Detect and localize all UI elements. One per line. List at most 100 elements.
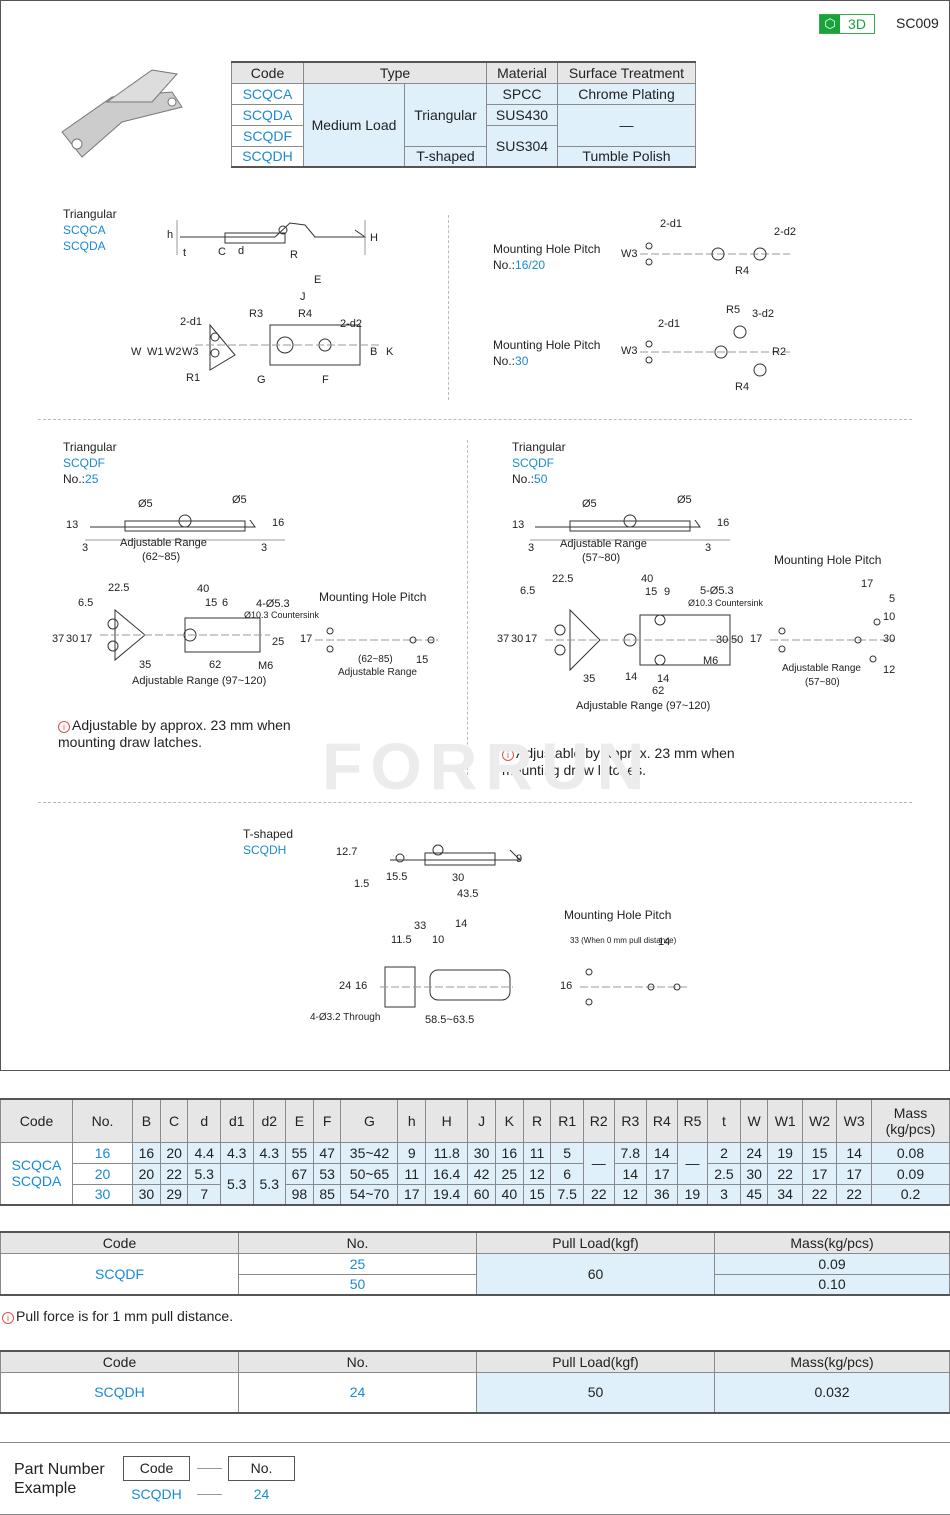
code-link[interactable]: SCQDF [0, 1252, 239, 1296]
th-24: W3 [836, 1098, 872, 1143]
cell-mass: 0.2 [871, 1183, 950, 1206]
mhp-title: Mounting Hole Pitch [564, 908, 672, 922]
info-icon: i [502, 749, 514, 761]
code-link[interactable]: SCQCA [11, 1157, 62, 1174]
dim: 62 [652, 685, 665, 697]
dim: 3 [528, 542, 535, 554]
dim: 22.5 [108, 582, 130, 594]
dim: 58.5~63.5 [425, 1014, 475, 1026]
cell-mass: 0.08 [871, 1141, 950, 1164]
th: Mass(kg/pcs) [714, 1350, 950, 1373]
sec1-top-drawing [195, 323, 380, 371]
cell-j: 42 [467, 1162, 496, 1185]
th-15: R1 [550, 1098, 584, 1143]
dim: 3 [705, 542, 712, 554]
3d-label: 3D [848, 16, 866, 32]
sec4-code[interactable]: SCQDH [243, 843, 287, 857]
cell-w2: 17 [801, 1162, 838, 1185]
3d-button[interactable]: ⬡ 3D [819, 14, 875, 34]
dim: 37 [497, 633, 510, 645]
code-link[interactable]: SCQDF [231, 124, 304, 147]
dim: 3-d2 [752, 308, 775, 320]
th-4: d [187, 1098, 221, 1143]
dim: 43.5 [457, 888, 479, 900]
th-8: F [312, 1098, 342, 1143]
dim: (62~85) [358, 654, 393, 665]
dim: 2-d2 [774, 226, 797, 238]
dim: 17 [750, 633, 763, 645]
th-13: K [494, 1098, 524, 1143]
sec3-side-drawing [530, 514, 730, 541]
dim: K [386, 346, 394, 358]
th-3: C [159, 1098, 189, 1143]
sec1-code[interactable]: SCQDA [63, 239, 106, 253]
cell-w: 24 [739, 1141, 769, 1164]
info-icon: i [2, 1312, 14, 1324]
cell-e: 67 [285, 1162, 314, 1185]
no-link[interactable]: 16 [72, 1141, 133, 1164]
cell-c: 22 [159, 1162, 189, 1185]
th-11: H [425, 1098, 469, 1143]
no-label: No.: [493, 258, 516, 272]
dim: G [257, 374, 266, 386]
cell-r: 15 [522, 1183, 552, 1206]
part-number-example: Part Number Example Code No. SCQDH 24 [0, 1442, 950, 1515]
dim: Adjustable Range (97~120) [132, 675, 267, 687]
dim: 5 [889, 593, 896, 605]
mhp-title: Mounting Hole Pitch [493, 242, 601, 256]
cell-r5: 19 [676, 1183, 709, 1206]
dim: 12.7 [336, 846, 358, 858]
cell-r3: 7.8 [613, 1141, 648, 1164]
cell-b: 16 [132, 1141, 161, 1164]
cell-c: 29 [159, 1183, 189, 1206]
code-link[interactable]: SCQDH [231, 145, 304, 168]
no-link[interactable]: 20 [72, 1162, 133, 1185]
sec2-code[interactable]: SCQDF [63, 456, 105, 470]
cell-w: 45 [739, 1183, 769, 1206]
code-link[interactable]: SCQDH [0, 1371, 239, 1414]
dim: C [218, 246, 226, 258]
th-material: Material [486, 61, 558, 84]
cell-r4: 17 [646, 1162, 678, 1185]
sec1-code[interactable]: SCQCA [63, 223, 106, 237]
dim: H [370, 232, 378, 244]
example-code: SCQDH [131, 1486, 182, 1502]
dim: F [322, 374, 329, 386]
th-0: Code [0, 1098, 73, 1143]
no-label: No.: [493, 354, 516, 368]
no-link[interactable]: 24 [238, 1371, 477, 1414]
th: Mass(kg/pcs) [714, 1231, 950, 1254]
th-6: d2 [252, 1098, 287, 1143]
cell-r2: — [582, 1141, 615, 1185]
cell-d1: 5.3 [219, 1162, 254, 1206]
mass: 0.032 [714, 1371, 950, 1414]
no-link[interactable]: 50 [238, 1273, 477, 1296]
dim: 3 [261, 542, 268, 554]
no-link[interactable]: 30 [72, 1183, 133, 1206]
cell-r1: 7.5 [550, 1183, 584, 1206]
th-code: Code [231, 61, 304, 84]
code-link[interactable]: SCQCA [231, 82, 304, 105]
cell-g: 54~70 [340, 1183, 399, 1206]
dim: 2-d1 [660, 218, 683, 230]
mhp-no: No.:30 [493, 354, 528, 369]
th-18: R4 [646, 1098, 678, 1143]
dim: 14 [455, 918, 468, 930]
dim: 16 [355, 980, 368, 992]
mhp-title: Mounting Hole Pitch [319, 590, 427, 604]
code-link[interactable]: SCQDA [11, 1173, 62, 1190]
dim: Ø5 [232, 494, 247, 506]
code-link[interactable]: SCQDA [231, 103, 304, 126]
cell-b: 20 [132, 1162, 161, 1185]
type-tshaped: T-shaped [404, 145, 487, 168]
no-link[interactable]: 25 [238, 1252, 477, 1275]
sec3-code[interactable]: SCQDF [512, 456, 554, 470]
cell-g: 50~65 [340, 1162, 399, 1185]
sec3-mhp-drawing [770, 618, 895, 663]
dim: W2 [165, 346, 182, 358]
dim: 15.5 [386, 871, 408, 883]
th-20: t [707, 1098, 741, 1143]
dim: 24 [339, 980, 352, 992]
